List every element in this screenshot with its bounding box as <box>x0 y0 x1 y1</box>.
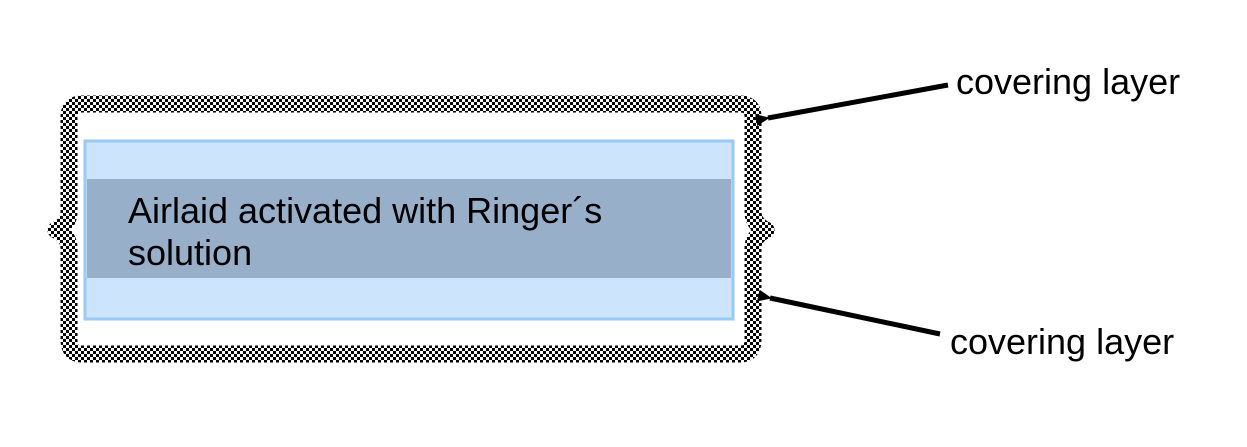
core-band <box>87 179 731 278</box>
top-annotation-arrow <box>755 82 949 127</box>
covering-layer-envelope <box>47 95 775 363</box>
top-covering-layer-label: covering layer <box>956 61 1181 102</box>
bottom-annotation-arrow <box>757 289 941 337</box>
core-label: Airlaid activated with Ringer´s solution <box>128 190 603 273</box>
bottom-covering-layer-label: covering layer <box>950 321 1175 362</box>
